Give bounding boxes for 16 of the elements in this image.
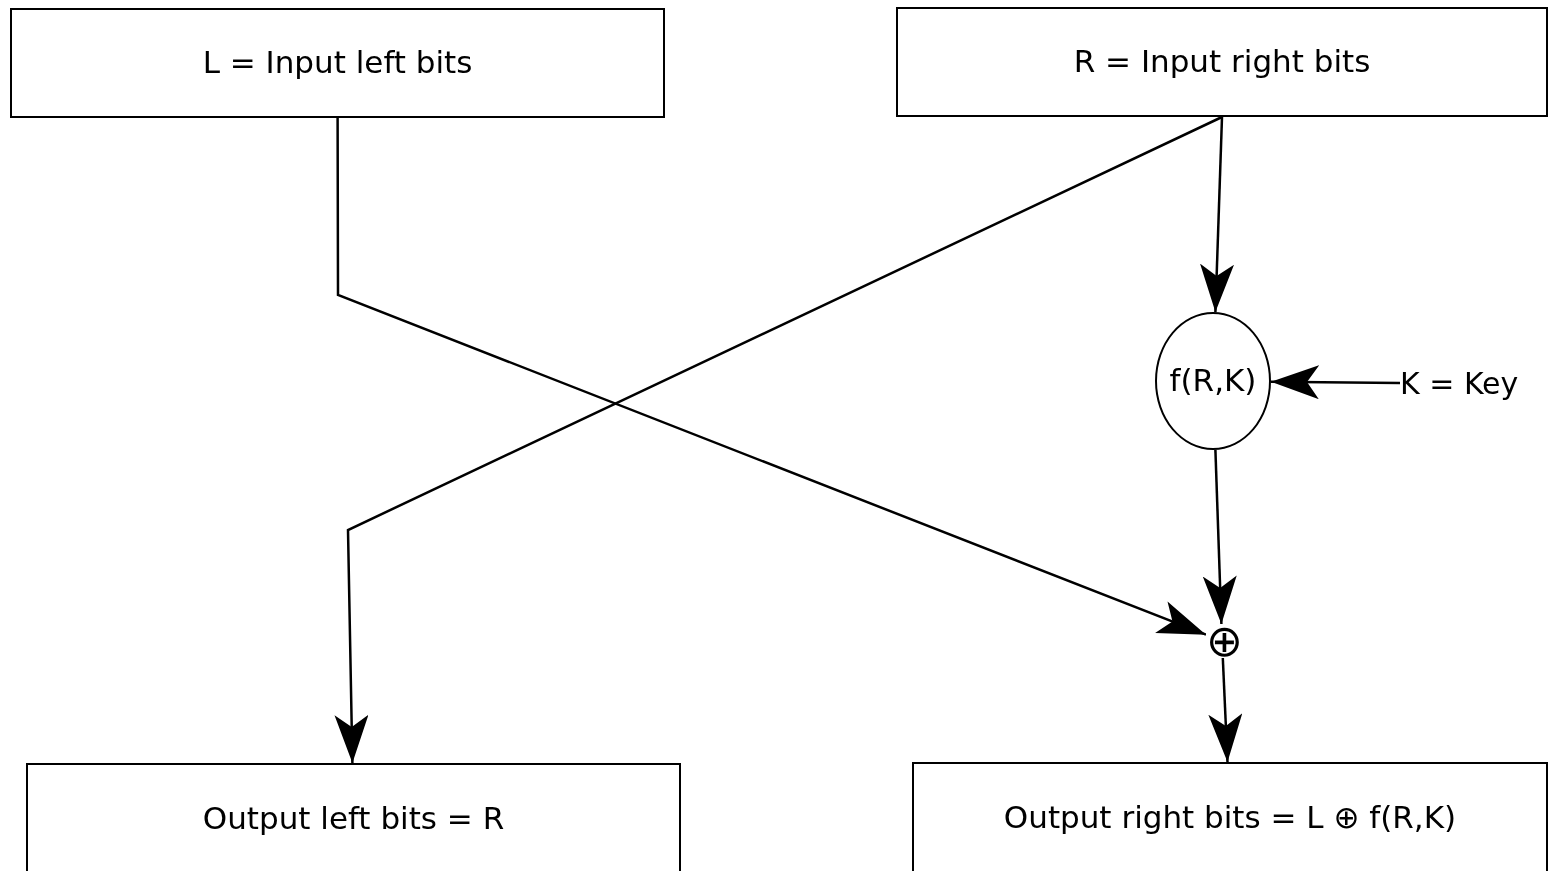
function-label: f(R,K) [1169,362,1257,400]
arrow [1271,365,1400,400]
box-label: L = Input left bits [202,44,473,82]
arrow [334,115,1223,764]
arrow [1208,657,1243,763]
box-label: Output right bits = L ⊕ f(R,K) [1003,799,1457,837]
box-label: Output left bits = R [202,800,505,838]
arrow [1202,449,1237,625]
arrow [1200,116,1234,313]
process-box [26,763,681,871]
xor-symbol: ⊕ [1206,624,1238,658]
process-box [912,762,1548,871]
process-box [896,7,1548,117]
box-label: R = Input right bits [1073,43,1371,81]
arrow [336,118,1207,636]
process-box [10,8,665,118]
